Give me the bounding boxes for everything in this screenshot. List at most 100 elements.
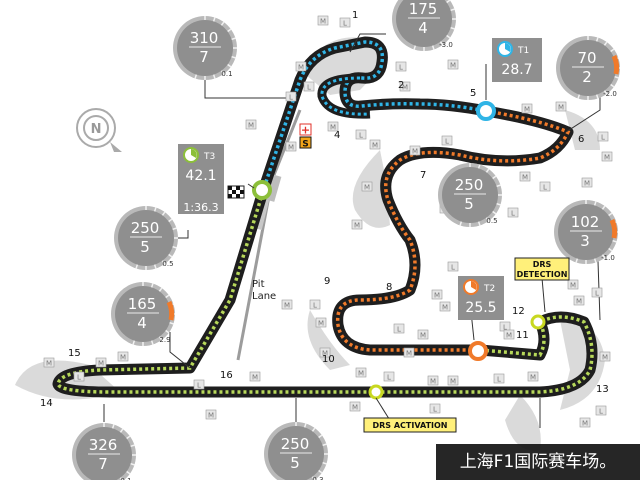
svg-text:M: M — [364, 184, 370, 192]
stopwatch-icon — [497, 41, 513, 57]
svg-text:M: M — [248, 122, 254, 130]
gauge-speed: 70 — [577, 49, 596, 67]
corner-number: 12 — [512, 306, 525, 317]
marshal-post-icon: L — [303, 81, 315, 92]
gauge-gear: 5 — [140, 238, 150, 256]
lap-time: 1:36.3 — [183, 201, 218, 214]
marshal-post-icon: M — [439, 301, 451, 312]
corner-number: 1 — [352, 10, 358, 21]
svg-text:M: M — [450, 62, 456, 70]
svg-text:L: L — [307, 84, 311, 92]
svg-text:S: S — [302, 140, 308, 150]
marshal-post-icon: L — [339, 17, 351, 28]
svg-text:L: L — [497, 376, 501, 384]
marshal-post-icon: L — [309, 299, 321, 310]
svg-text:M: M — [584, 180, 590, 188]
svg-text:M: M — [430, 378, 436, 386]
gauge-g-force: 0.1 — [120, 477, 131, 480]
gauge-speed: 175 — [409, 0, 438, 18]
svg-text:M: M — [604, 154, 610, 162]
corner-number: 4 — [334, 130, 340, 141]
marshal-post-icon: M — [349, 401, 361, 412]
gauge-gear: 3 — [580, 232, 590, 250]
svg-text:DRS ACTIVATION: DRS ACTIVATION — [373, 421, 448, 430]
svg-text:L: L — [197, 382, 201, 390]
corner-number: 11 — [516, 330, 529, 341]
svg-text:M: M — [318, 320, 324, 328]
gauge-speed: 310 — [190, 29, 219, 47]
svg-text:M: M — [558, 104, 564, 112]
marshal-post-icon: M — [567, 279, 579, 290]
marshal-post-icon: M — [355, 367, 367, 378]
gauge-speed: 165 — [128, 295, 157, 313]
svg-text:M: M — [46, 360, 52, 368]
marshal-post-icon: M — [447, 375, 459, 386]
marshal-posts: MLMMLMMLMMLMMLMMLMMLMMLMMLMMLMMLMMLMMLMM… — [43, 15, 613, 428]
svg-text:M: M — [506, 332, 512, 340]
marshal-post-icon: M — [599, 351, 611, 362]
drs-activation-marker — [368, 384, 384, 400]
marshal-post-icon: L — [395, 61, 407, 72]
gauge-speed: 102 — [571, 213, 600, 231]
svg-text:L: L — [359, 132, 363, 140]
svg-text:M: M — [412, 148, 418, 156]
marshal-post-icon: M — [117, 351, 129, 362]
svg-text:M: M — [582, 420, 588, 428]
start-finish-flag — [227, 185, 245, 199]
speed-gear-gauge: 32670.1 — [72, 423, 136, 480]
svg-text:L: L — [445, 138, 449, 146]
gauge-g-force: -1.0 — [601, 254, 615, 262]
telemetry-gauges: 31070.11754-3.0702-2.025050.51023-1.0250… — [72, 0, 620, 480]
marshal-post-icon: L — [447, 261, 459, 272]
svg-text:L: L — [451, 264, 455, 272]
marshal-post-icon: M — [521, 103, 533, 114]
sector-label: T1 — [517, 46, 529, 56]
marshal-post-icon: M — [417, 329, 429, 340]
gauge-speed: 250 — [131, 219, 160, 237]
medical-icon: + — [299, 123, 312, 137]
svg-text:M: M — [322, 350, 328, 358]
svg-text:M: M — [530, 374, 536, 382]
svg-text:M: M — [434, 292, 440, 300]
gauge-speed: 250 — [281, 435, 310, 453]
gauge-gear: 4 — [418, 19, 428, 37]
svg-text:DETECTION: DETECTION — [517, 270, 568, 279]
marshal-post-icon: M — [315, 317, 327, 328]
corner-number: 14 — [40, 398, 53, 409]
compass-icon: N — [76, 108, 122, 152]
marshal-post-icon: L — [193, 379, 205, 390]
svg-text:M: M — [522, 174, 528, 182]
svg-text:L: L — [387, 374, 391, 382]
drs-detection-label: DRS DETECTION — [514, 257, 570, 281]
gauge-speed: 326 — [89, 436, 118, 454]
marshal-post-icon: M — [285, 141, 297, 152]
svg-text:L: L — [343, 20, 347, 28]
svg-text:M: M — [358, 370, 364, 378]
marshal-post-icon: L — [383, 371, 395, 382]
marshal-post-icon: M — [369, 139, 381, 150]
caption-banner: 上海F1国际赛车场。 — [436, 444, 640, 480]
svg-text:M: M — [288, 144, 294, 152]
svg-text:M: M — [354, 222, 360, 230]
svg-text:DRS: DRS — [533, 260, 552, 269]
marshal-post-icon: M — [351, 219, 363, 230]
marshal-post-icon: L — [595, 405, 607, 416]
marshal-post-icon: M — [527, 371, 539, 382]
marshal-post-icon: M — [409, 145, 421, 156]
marshal-post-icon: M — [579, 417, 591, 428]
marshal-post-icon: M — [555, 101, 567, 112]
svg-text:L: L — [503, 324, 507, 332]
corner-number: 13 — [596, 384, 609, 395]
svg-text:M: M — [372, 142, 378, 150]
pit-lane-label-2: Lane — [252, 291, 276, 302]
marshal-post-icon: M — [431, 289, 443, 300]
svg-text:L: L — [601, 134, 605, 142]
sector-marker-t1 — [476, 101, 496, 121]
